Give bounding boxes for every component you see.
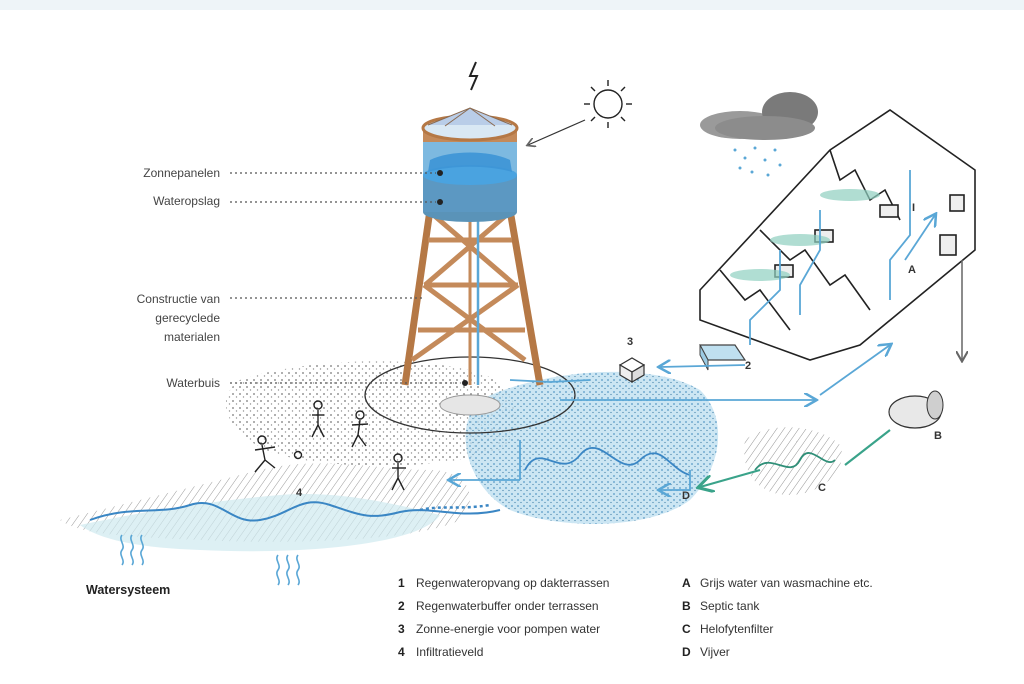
rain-icon: [733, 146, 782, 177]
legend-text: Regenwaterbuffer onder terrassen: [416, 599, 599, 613]
marker-2: 2: [745, 360, 752, 372]
legend-text: Infiltratieveld: [416, 645, 484, 659]
legend-text: Zonne-energie voor pompen water: [416, 622, 601, 636]
sun-icon: [584, 80, 632, 128]
rain-buffer: [699, 344, 747, 371]
terraced-building: [699, 109, 976, 361]
label-constructie-line3: materialen: [163, 330, 220, 344]
legend-text: Septic tank: [700, 599, 760, 613]
green-roofs: [730, 189, 880, 281]
infiltration-arrows: [120, 534, 300, 586]
legend-item-b: B Septic tank: [682, 599, 759, 613]
helophyte-filter: [744, 427, 842, 495]
marker-1: I: [912, 202, 916, 214]
legend-text: Regenwateropvang op dakterrassen: [416, 576, 610, 590]
marker-d: D: [682, 490, 690, 502]
legend-item-2: 2 Regenwaterbuffer onder terrassen: [398, 599, 599, 613]
legend-item-3: 3 Zonne-energie voor pompen water: [398, 622, 600, 636]
legend-item-4: 4 Infiltratieveld: [398, 645, 483, 659]
legend-key: D: [682, 645, 691, 659]
label-constructie: Constructie van gerecyclede materialen: [80, 292, 220, 345]
marker-b: B: [934, 430, 942, 442]
legend-key: C: [682, 622, 691, 636]
sun-arrow: [528, 119, 586, 145]
marker-3: 3: [627, 336, 634, 348]
infiltration-field: [60, 361, 517, 552]
diagram-title: Watersysteem: [86, 583, 171, 597]
rain-pipes: [749, 170, 911, 345]
legend-text: Vijver: [700, 645, 730, 659]
label-constructie-line2: gerecyclede: [155, 311, 220, 325]
marker-4: 4: [296, 487, 303, 499]
water-tower: [401, 107, 544, 416]
marker-a: A: [908, 264, 916, 276]
septic-tank: [888, 390, 944, 429]
label-wateropslag: Wateropslag: [153, 194, 220, 208]
legend-key: A: [682, 576, 691, 590]
green-flows: [700, 429, 891, 487]
legend-text: Helofytenfilter: [700, 622, 774, 636]
legend-key: 3: [398, 622, 405, 636]
legend-item-d: D Vijver: [682, 645, 730, 659]
legend-key: B: [682, 599, 691, 613]
marker-c: C: [818, 482, 826, 494]
label-constructie-line1: Constructie van: [136, 292, 220, 306]
leader-lines: [230, 172, 460, 384]
lightning-icon: [468, 61, 479, 91]
legend-key: 1: [398, 576, 405, 590]
legend-text: Grijs water van wasmachine etc.: [700, 576, 873, 590]
cloud-icon: [700, 92, 818, 140]
pump-box: [618, 357, 646, 384]
person-icon: [254, 400, 406, 491]
stream: [89, 501, 501, 522]
blue-flows: [450, 215, 935, 490]
pond: [465, 371, 719, 524]
legend-key: 4: [398, 645, 405, 659]
label-zonnepanelen: Zonnepanelen: [143, 166, 220, 180]
legend-item-c: C Helofytenfilter: [682, 622, 773, 636]
legend-item-a: A Grijs water van wasmachine etc.: [682, 576, 873, 590]
legend-item-1: 1 Regenwateropvang op dakterrassen: [398, 576, 609, 590]
legend-key: 2: [398, 599, 405, 613]
label-waterbuis: Waterbuis: [166, 376, 220, 390]
top-bar: [0, 0, 1024, 10]
